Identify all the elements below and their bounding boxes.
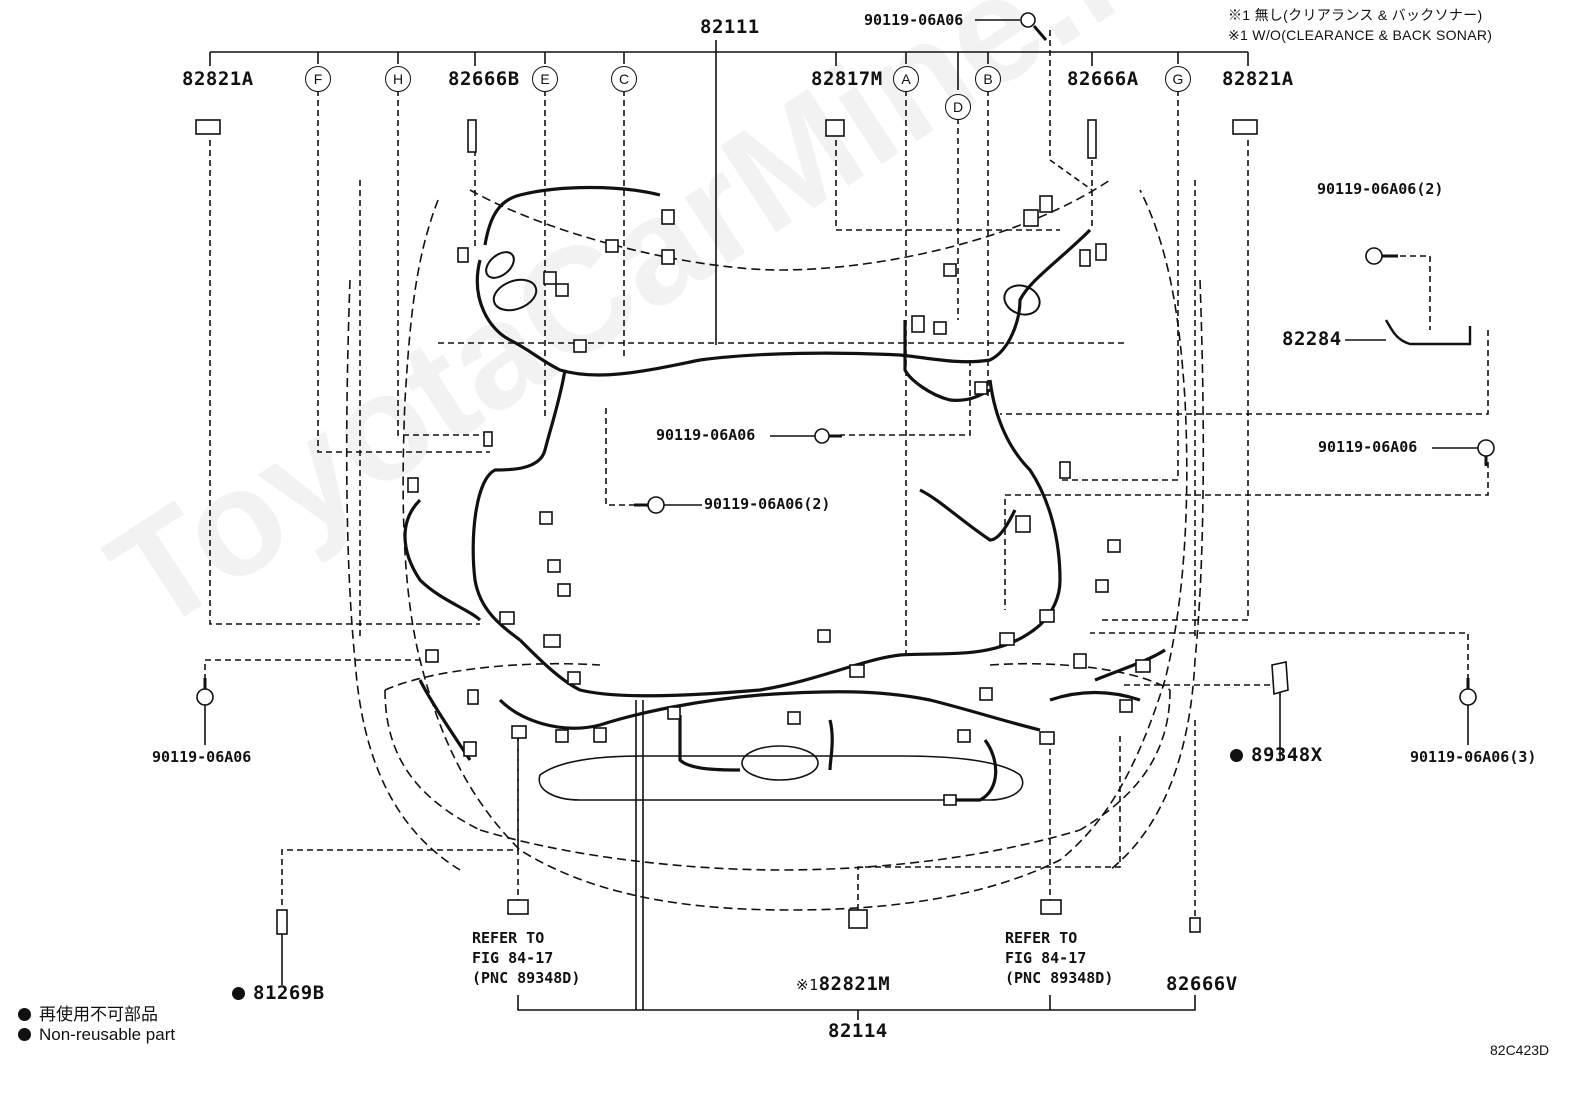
label-89348x-text: 89348X [1251,744,1323,766]
mark-82821m: ※1 [796,976,819,994]
engine-harness-leader [517,700,1196,1020]
vehicle-body-outline [345,179,1205,911]
label-82821m: ※182821M [796,973,890,995]
legend-dot [18,1028,31,1041]
legend-en: Non-reusable part [18,1025,175,1045]
refer-left: REFER TO FIG 84-17 (PNC 89348D) [472,929,581,987]
label-82666b: 82666B [448,68,520,90]
label-82284: 82284 [1282,328,1342,350]
bolt-right-3-glyph [1459,678,1477,706]
bolt-mid-glyph [814,428,842,444]
legend-jp-text: 再使用不可部品 [39,1005,158,1024]
bolt-center-2-glyph [634,496,665,514]
note-en: ※1 W/O(CLEARANCE & BACK SONAR) [1228,27,1493,43]
clip-82666a-glyph [1087,119,1097,159]
circle-e: E [532,66,558,92]
part-81269b-glyph [276,909,288,935]
circle-b: B [975,66,1001,92]
note-jp: ※1 無し(クリアランス & バックソナー) [1228,7,1483,23]
label-82666a: 82666A [1067,68,1139,90]
clamp-82817m-glyph [825,119,845,137]
label-82817m: 82817M [811,68,883,90]
label-89348x: 89348X [1230,744,1323,766]
bottom-clip-left-glyph [507,899,529,915]
connectors [407,195,1151,806]
legend-dot [18,1008,31,1021]
label-bolt-left: 90119-06A06 [152,748,252,766]
label-bolt-top: 90119-06A06 [864,11,964,29]
non-reusable-dot [232,987,245,1000]
legend-jp: 再使用不可部品 [18,1000,158,1025]
dashed-leaders [204,30,1489,918]
label-81269b-text: 81269B [253,982,325,1004]
bolt-left-glyph [196,678,214,706]
label-82111: 82111 [700,16,760,38]
non-reusable-dot [1230,749,1243,762]
refer-right: REFER TO FIG 84-17 (PNC 89348D) [1005,929,1114,987]
label-81269b: 81269B [232,982,325,1004]
circle-a: A [893,66,919,92]
circle-c: C [611,66,637,92]
clamp-left-glyph [195,119,221,135]
label-clamp-left: 82821A [182,68,254,90]
harness-routing [403,185,1166,802]
part-89348x-glyph [1271,661,1289,696]
label-82666v: 82666V [1166,973,1238,995]
legend-en-text: Non-reusable part [39,1025,176,1044]
label-bolt-center-2: 90119-06A06(2) [704,495,831,513]
clamp-82821m-glyph [848,909,868,929]
circle-d: D [945,94,971,120]
grommets [485,251,1041,316]
label-clamp-right: 82821A [1222,68,1294,90]
label-82114: 82114 [828,1020,888,1042]
clip-82666b-glyph [467,119,477,153]
circle-f: F [305,66,331,92]
label-bolt-right-2: 90119-06A06(2) [1317,180,1444,198]
label-bolt-mid: 90119-06A06 [656,426,756,444]
bolt-right-glyph [1477,439,1495,466]
clip-82666v-glyph [1189,917,1201,933]
label-bolt-right: 90119-06A06 [1318,438,1418,456]
bolt-right-2-glyph [1365,247,1398,265]
circle-g: G [1165,66,1191,92]
figure-code: 82C423D [1490,1042,1550,1058]
label-82821m-text: 82821M [818,973,891,995]
label-bolt-right-3: 90119-06A06(3) [1410,748,1537,766]
hardware-glyphs [195,12,1495,985]
clamp-right-glyph [1232,119,1258,135]
main-harness-leader [209,40,1249,345]
circle-h: H [385,66,411,92]
bottom-clip-right-glyph [1040,899,1062,915]
bolt-top-glyph [1020,12,1048,41]
front-bumper-outline [538,745,1024,801]
